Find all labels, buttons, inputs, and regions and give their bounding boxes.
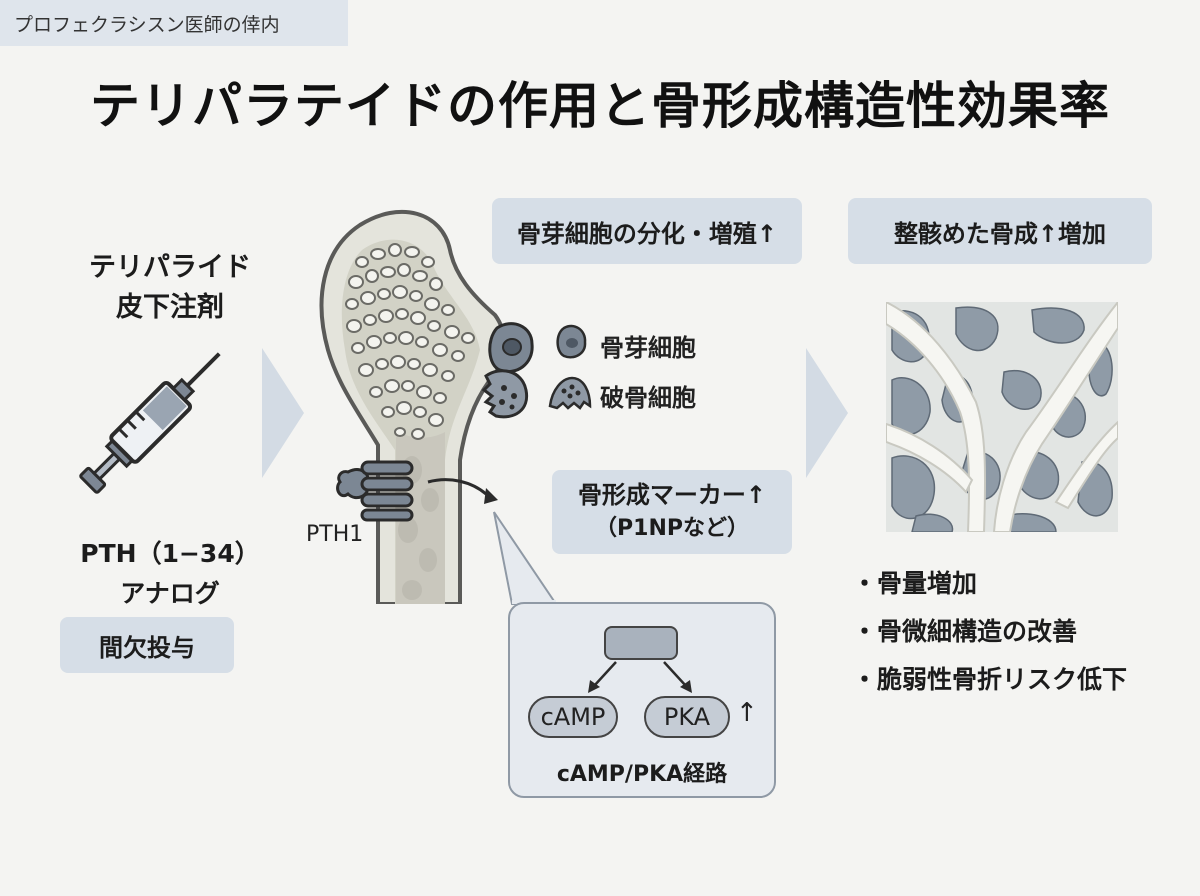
page-title: テリパラテイドの作用と骨形成構造性効果率 [90, 77, 1110, 135]
legend-osteoclast-icon [548, 376, 592, 410]
camp-node: cAMP [528, 696, 618, 738]
pth1-receptor-icon [336, 460, 414, 522]
bone-marker-example: （P1NPなど） [595, 516, 749, 541]
bone-illustration [319, 209, 534, 604]
drug-name: テリパライド [89, 252, 251, 283]
pathway-caption: cAMP/PKA経路 [556, 762, 728, 787]
osteoblast-proliferation-chip: 骨芽細胞の分化・増殖↑ [492, 198, 802, 264]
pka-up-arrow: ↑ [736, 698, 758, 728]
header-tag-text: プロフェクラシスン医師の倖内 [14, 13, 280, 36]
drug-form: 皮下注剤 [116, 292, 224, 323]
camp-label: cAMP [540, 703, 606, 731]
dosing-chip: 間欠投与 [60, 617, 234, 673]
pth-label: PTH（1−34） アナログ [40, 534, 300, 614]
effect-item: ・脆弱性骨折リスク低下 [852, 665, 1128, 694]
pathway-arrows [588, 661, 692, 693]
header-tag: プロフェクラシスン医師の倖内 [0, 0, 348, 46]
pathway-receptor-node [604, 626, 678, 660]
bone-formation-chip: 整骸めた骨成↑増加 [848, 198, 1152, 264]
osteoblast-cell-icon [488, 322, 534, 373]
pka-node: PKA [644, 696, 730, 738]
effects-list: ・骨量増加 ・骨微細構造の改善 ・脆弱性骨折リスク低下 [852, 560, 1127, 704]
bone-formation-text: 整骸めた骨成↑増加 [893, 219, 1107, 248]
callout-pointer [493, 511, 558, 605]
bone-marker-chip: 骨形成マーカー↑ （P1NPなど） [552, 470, 792, 554]
legend-osteoblast-icon [556, 324, 587, 359]
pka-label: PKA [663, 703, 711, 731]
pth-analog: アナログ [120, 579, 220, 608]
pth-name: PTH（1−34） [80, 539, 260, 568]
arrow-head-icon [484, 488, 498, 504]
effect-item: ・骨微細構造の改善 [852, 617, 1078, 646]
syringe-icon [79, 352, 221, 494]
effect-item: ・骨量増加 [852, 569, 978, 598]
flow-arrow-right [806, 348, 848, 478]
bone-marker-title: 骨形成マーカー↑ [577, 481, 767, 509]
dosing-chip-text: 間欠投与 [99, 633, 195, 662]
legend-osteoclast-label: 破骨細胞 [600, 384, 696, 412]
osteoblast-proliferation-text: 骨芽細胞の分化・増殖↑ [516, 219, 778, 248]
trabecular-bone-image [886, 302, 1118, 532]
osteoclast-cell-icon [481, 369, 529, 419]
legend-osteoblast-label: 骨芽細胞 [600, 334, 696, 362]
receptor-label: PTH1 [306, 522, 364, 547]
flow-arrow-left [262, 348, 304, 478]
drug-label: テリパライド 皮下注剤 [40, 248, 300, 328]
